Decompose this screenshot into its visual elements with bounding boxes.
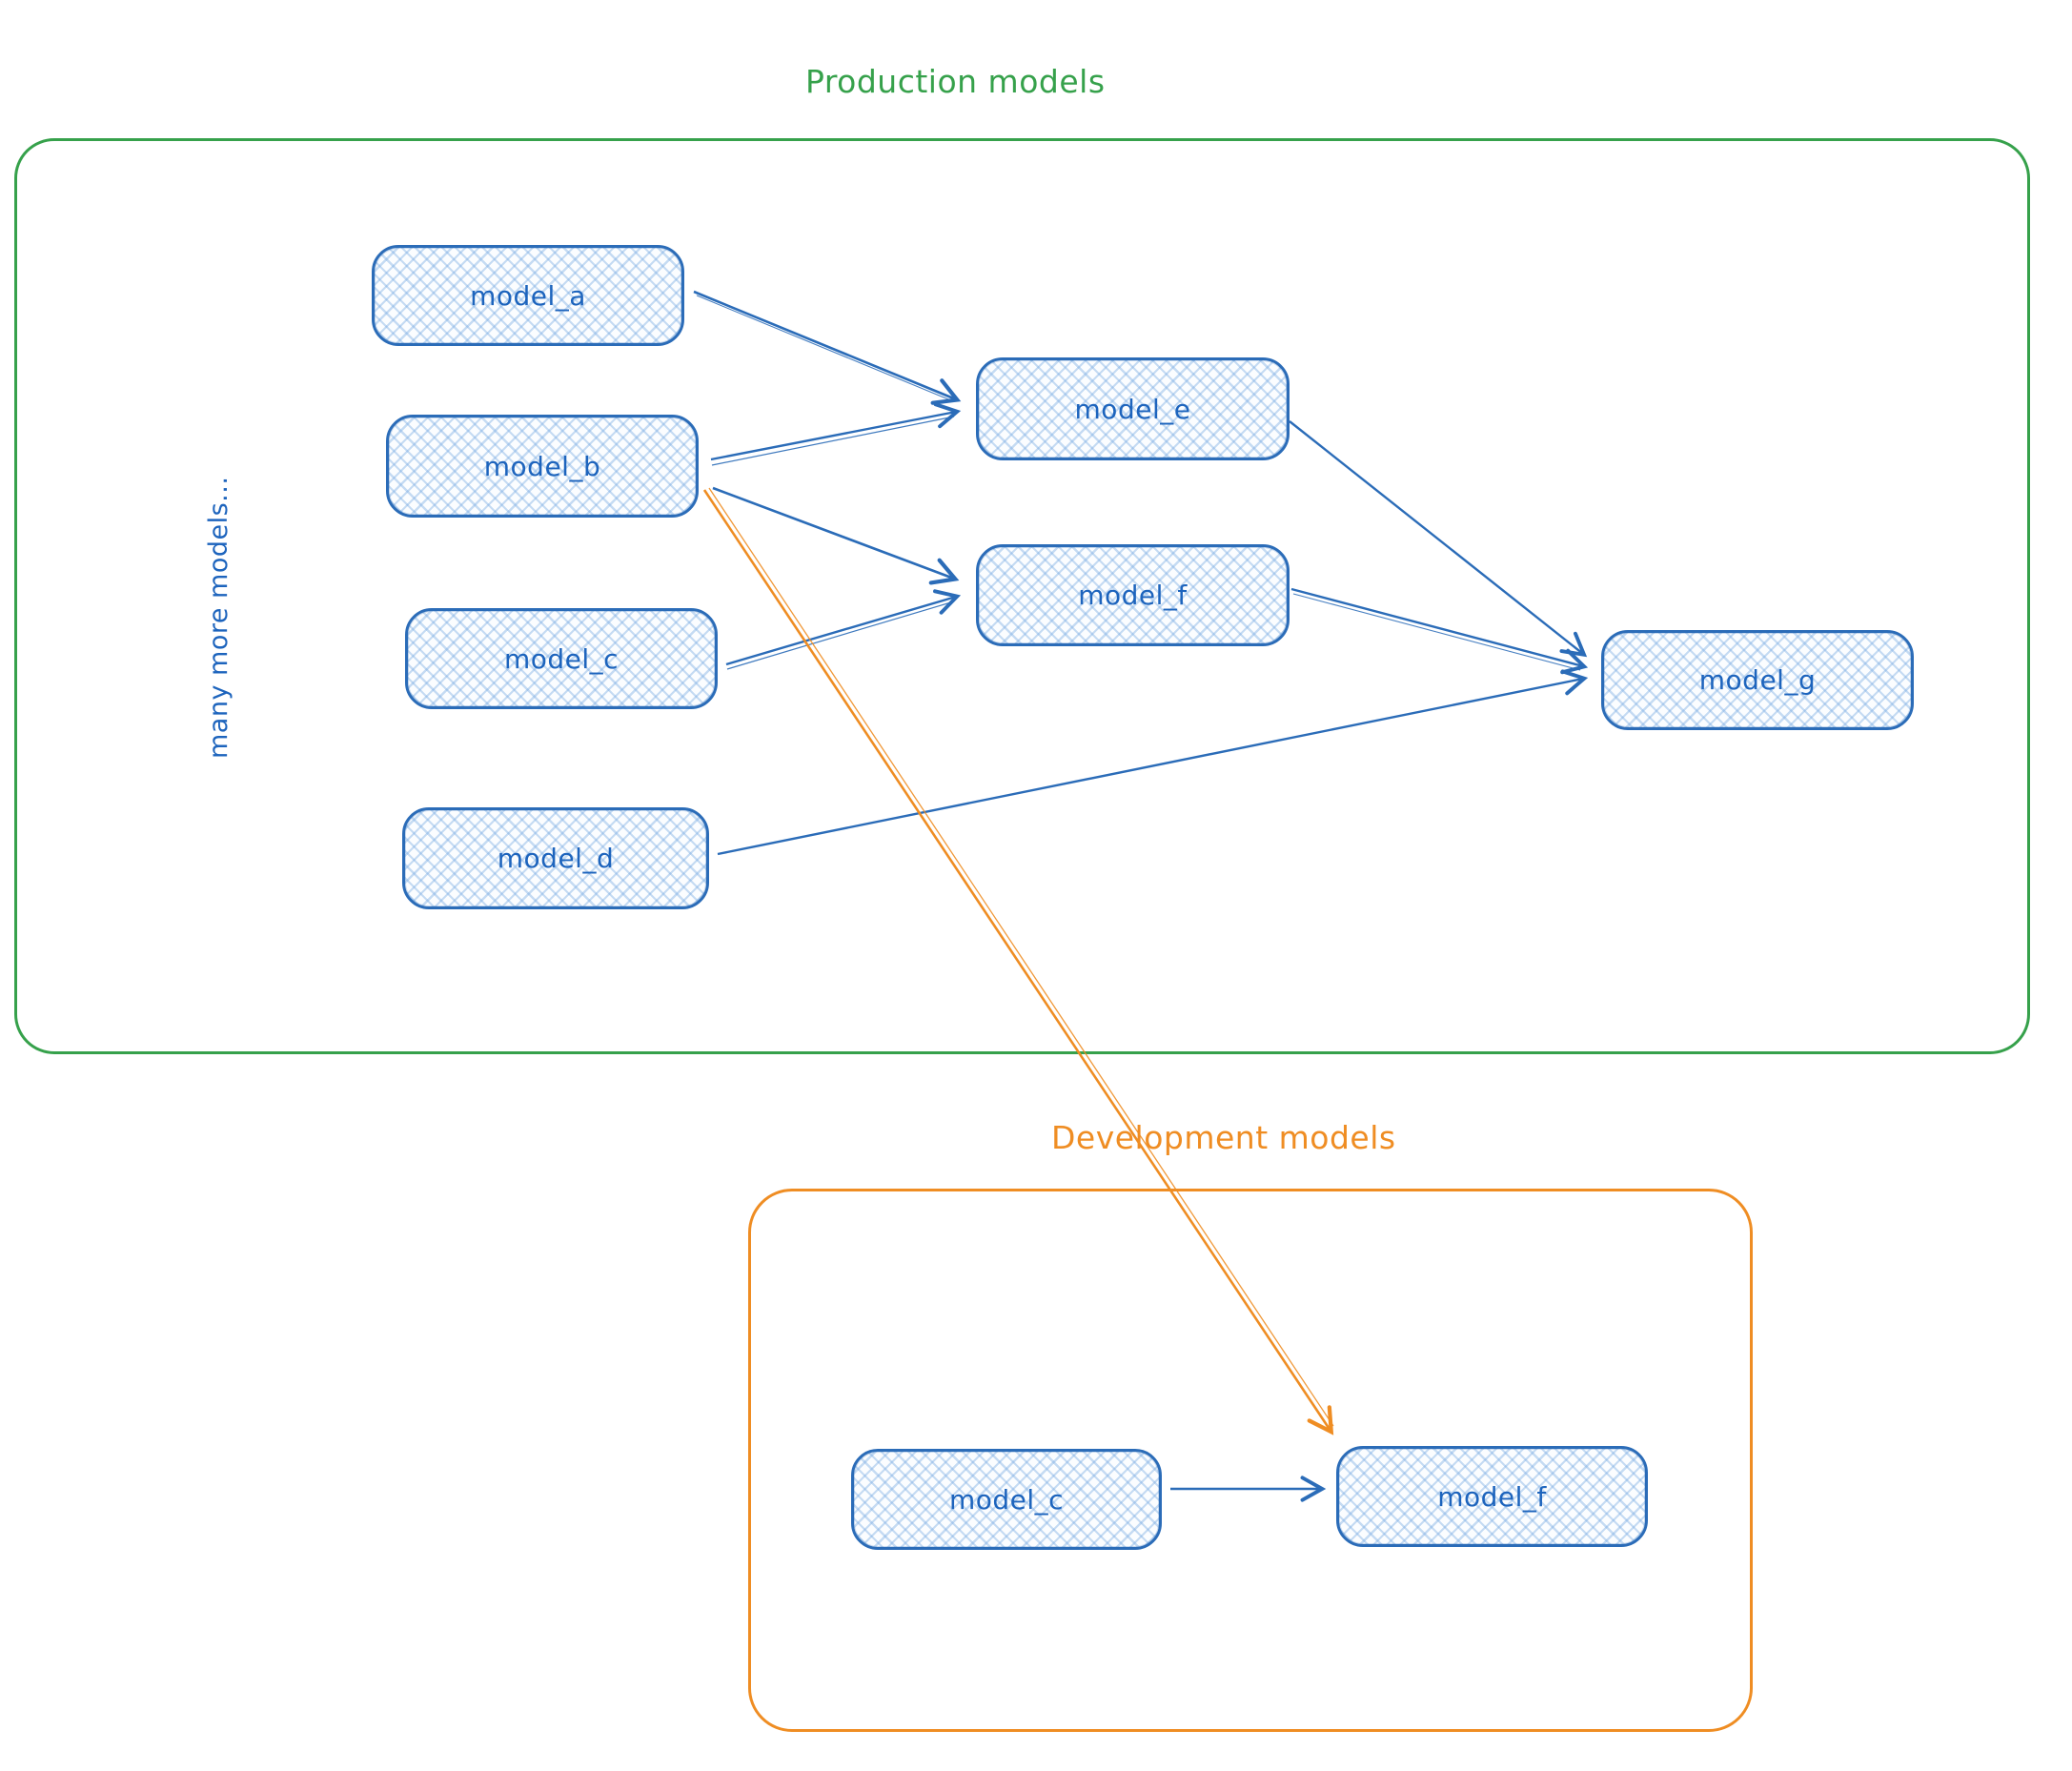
- node-label: model_d: [497, 843, 615, 874]
- node-dev-model_f: model_f: [1336, 1446, 1648, 1547]
- node-prod-model_c: model_c: [405, 608, 718, 709]
- node-label: model_f: [1078, 580, 1188, 611]
- node-label: model_f: [1437, 1480, 1547, 1513]
- node-prod-model_g: model_g: [1601, 630, 1914, 730]
- node-label: model_c: [503, 642, 620, 675]
- production-title: Production models: [805, 63, 1106, 100]
- development-title: Development models: [1051, 1119, 1396, 1156]
- node-prod-model_b: model_b: [386, 415, 699, 518]
- node-prod-model_f: model_f: [976, 544, 1290, 646]
- node-dev-model_c: model_c: [851, 1449, 1162, 1550]
- node-label: model_e: [1074, 393, 1191, 425]
- node-label: model_a: [470, 279, 586, 312]
- node-prod-model_e: model_e: [976, 357, 1290, 460]
- node-label: model_g: [1698, 664, 1817, 696]
- node-prod-model_d: model_d: [402, 807, 709, 909]
- node-prod-model_a: model_a: [372, 245, 684, 346]
- node-label: model_b: [483, 450, 601, 482]
- many-more-models-note: many more models...: [204, 476, 234, 759]
- node-label: model_c: [948, 1483, 1065, 1516]
